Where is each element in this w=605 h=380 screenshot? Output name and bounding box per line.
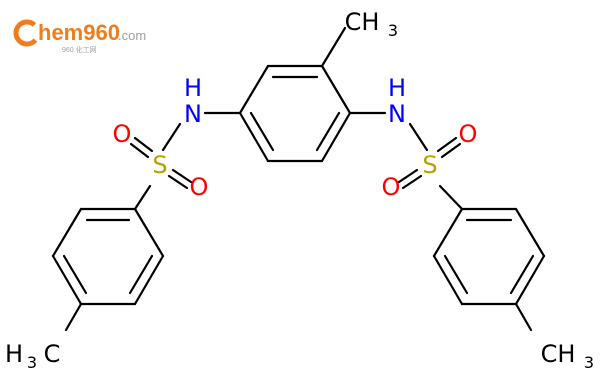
bond bbox=[249, 111, 275, 152]
bond bbox=[238, 111, 270, 163]
bond bbox=[436, 136, 458, 153]
oxygen-label: O bbox=[113, 120, 132, 148]
nitrogen-label: N bbox=[388, 100, 406, 128]
bond bbox=[51, 254, 83, 306]
bond bbox=[51, 207, 83, 258]
bond bbox=[133, 254, 165, 306]
bond bbox=[432, 207, 464, 258]
logo-suffix: .com bbox=[118, 28, 146, 43]
bond bbox=[440, 142, 462, 159]
logo-c-icon bbox=[13, 19, 41, 47]
bond bbox=[62, 254, 88, 295]
bond bbox=[133, 207, 165, 258]
bond bbox=[514, 254, 546, 306]
site-logo[interactable]: hem960 .com 960 化工网 bbox=[12, 18, 147, 54]
bond bbox=[167, 174, 189, 190]
methyl-subscript: 3 bbox=[584, 353, 594, 372]
bond bbox=[443, 254, 469, 295]
oxygen-label: O bbox=[382, 173, 401, 201]
bond bbox=[161, 122, 182, 152]
methyl-c-label: C bbox=[44, 340, 61, 368]
bond bbox=[128, 254, 154, 295]
bond bbox=[320, 26, 347, 68]
methyl-label: CH bbox=[345, 8, 380, 36]
nitrogen-h-label: H bbox=[184, 74, 202, 102]
nitrogen-label: N bbox=[184, 100, 202, 128]
methyl-subscript: 3 bbox=[388, 21, 398, 40]
bond bbox=[238, 64, 270, 115]
oxygen-label: O bbox=[459, 120, 478, 148]
bond bbox=[509, 254, 535, 295]
logo-text: hem960 bbox=[38, 20, 120, 45]
methyl-h-label: H bbox=[5, 340, 23, 368]
bond bbox=[315, 111, 341, 152]
logo-subtitle: 960 化工网 bbox=[62, 45, 97, 54]
bond bbox=[432, 254, 464, 306]
methyl-label: CH bbox=[541, 340, 576, 368]
sulfur-label: S bbox=[152, 151, 167, 179]
bond bbox=[64, 302, 83, 332]
bond bbox=[171, 168, 193, 184]
bond bbox=[408, 122, 429, 152]
sulfonyl-bonds bbox=[129, 136, 462, 190]
bond bbox=[514, 207, 546, 258]
bond bbox=[320, 64, 352, 115]
atom-labels: H N H N S S O O O O CH 3 H 3 C CH 3 bbox=[5, 8, 594, 372]
bond bbox=[397, 168, 419, 184]
bond bbox=[320, 111, 352, 163]
bond bbox=[133, 136, 154, 153]
methyl-subscript: 3 bbox=[27, 353, 37, 372]
bond bbox=[401, 174, 423, 190]
nitrogen-h-label: H bbox=[388, 74, 406, 102]
sulfur-label: S bbox=[422, 151, 437, 179]
bond bbox=[133, 184, 152, 211]
bond bbox=[129, 142, 150, 159]
bond bbox=[514, 302, 533, 332]
bond bbox=[438, 184, 464, 211]
oxygen-label: O bbox=[190, 173, 209, 201]
bonds bbox=[51, 26, 546, 332]
